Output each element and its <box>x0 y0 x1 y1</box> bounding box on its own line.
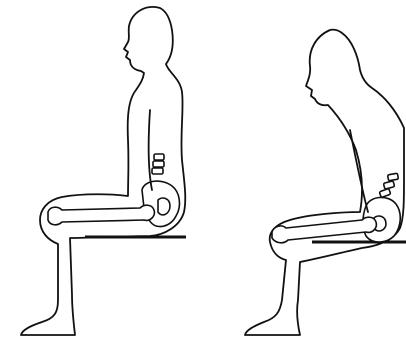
upright-figure <box>21 7 186 335</box>
vertebra-r2 <box>383 181 394 189</box>
upright-arm <box>149 110 152 190</box>
hip-socket-left <box>158 198 170 215</box>
slouched-arm <box>350 130 368 212</box>
vertebra-3 <box>152 168 163 174</box>
vertebra-1 <box>154 154 164 160</box>
vertebra-r3 <box>379 188 390 197</box>
slouched-body-outline <box>245 30 404 335</box>
slouched-figure <box>245 30 406 335</box>
vertebra-r1 <box>388 173 399 181</box>
femur-left <box>48 205 154 225</box>
vertebra-2 <box>153 161 164 167</box>
